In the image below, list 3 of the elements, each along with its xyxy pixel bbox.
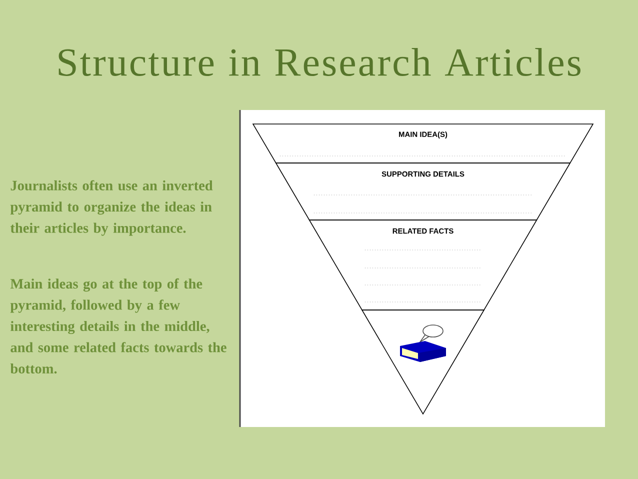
- paragraph: Journalists often use an inverted pyramid to organize the ideas in their articles by importance.: [10, 180, 213, 236]
- slide-title: Structure in Research Articles: [58, 48, 580, 76]
- paragraph: Main ideas go at the top of the pyramid, followed by a few interesting details in the middle, and some related facts towards the bottom.: [10, 278, 226, 374]
